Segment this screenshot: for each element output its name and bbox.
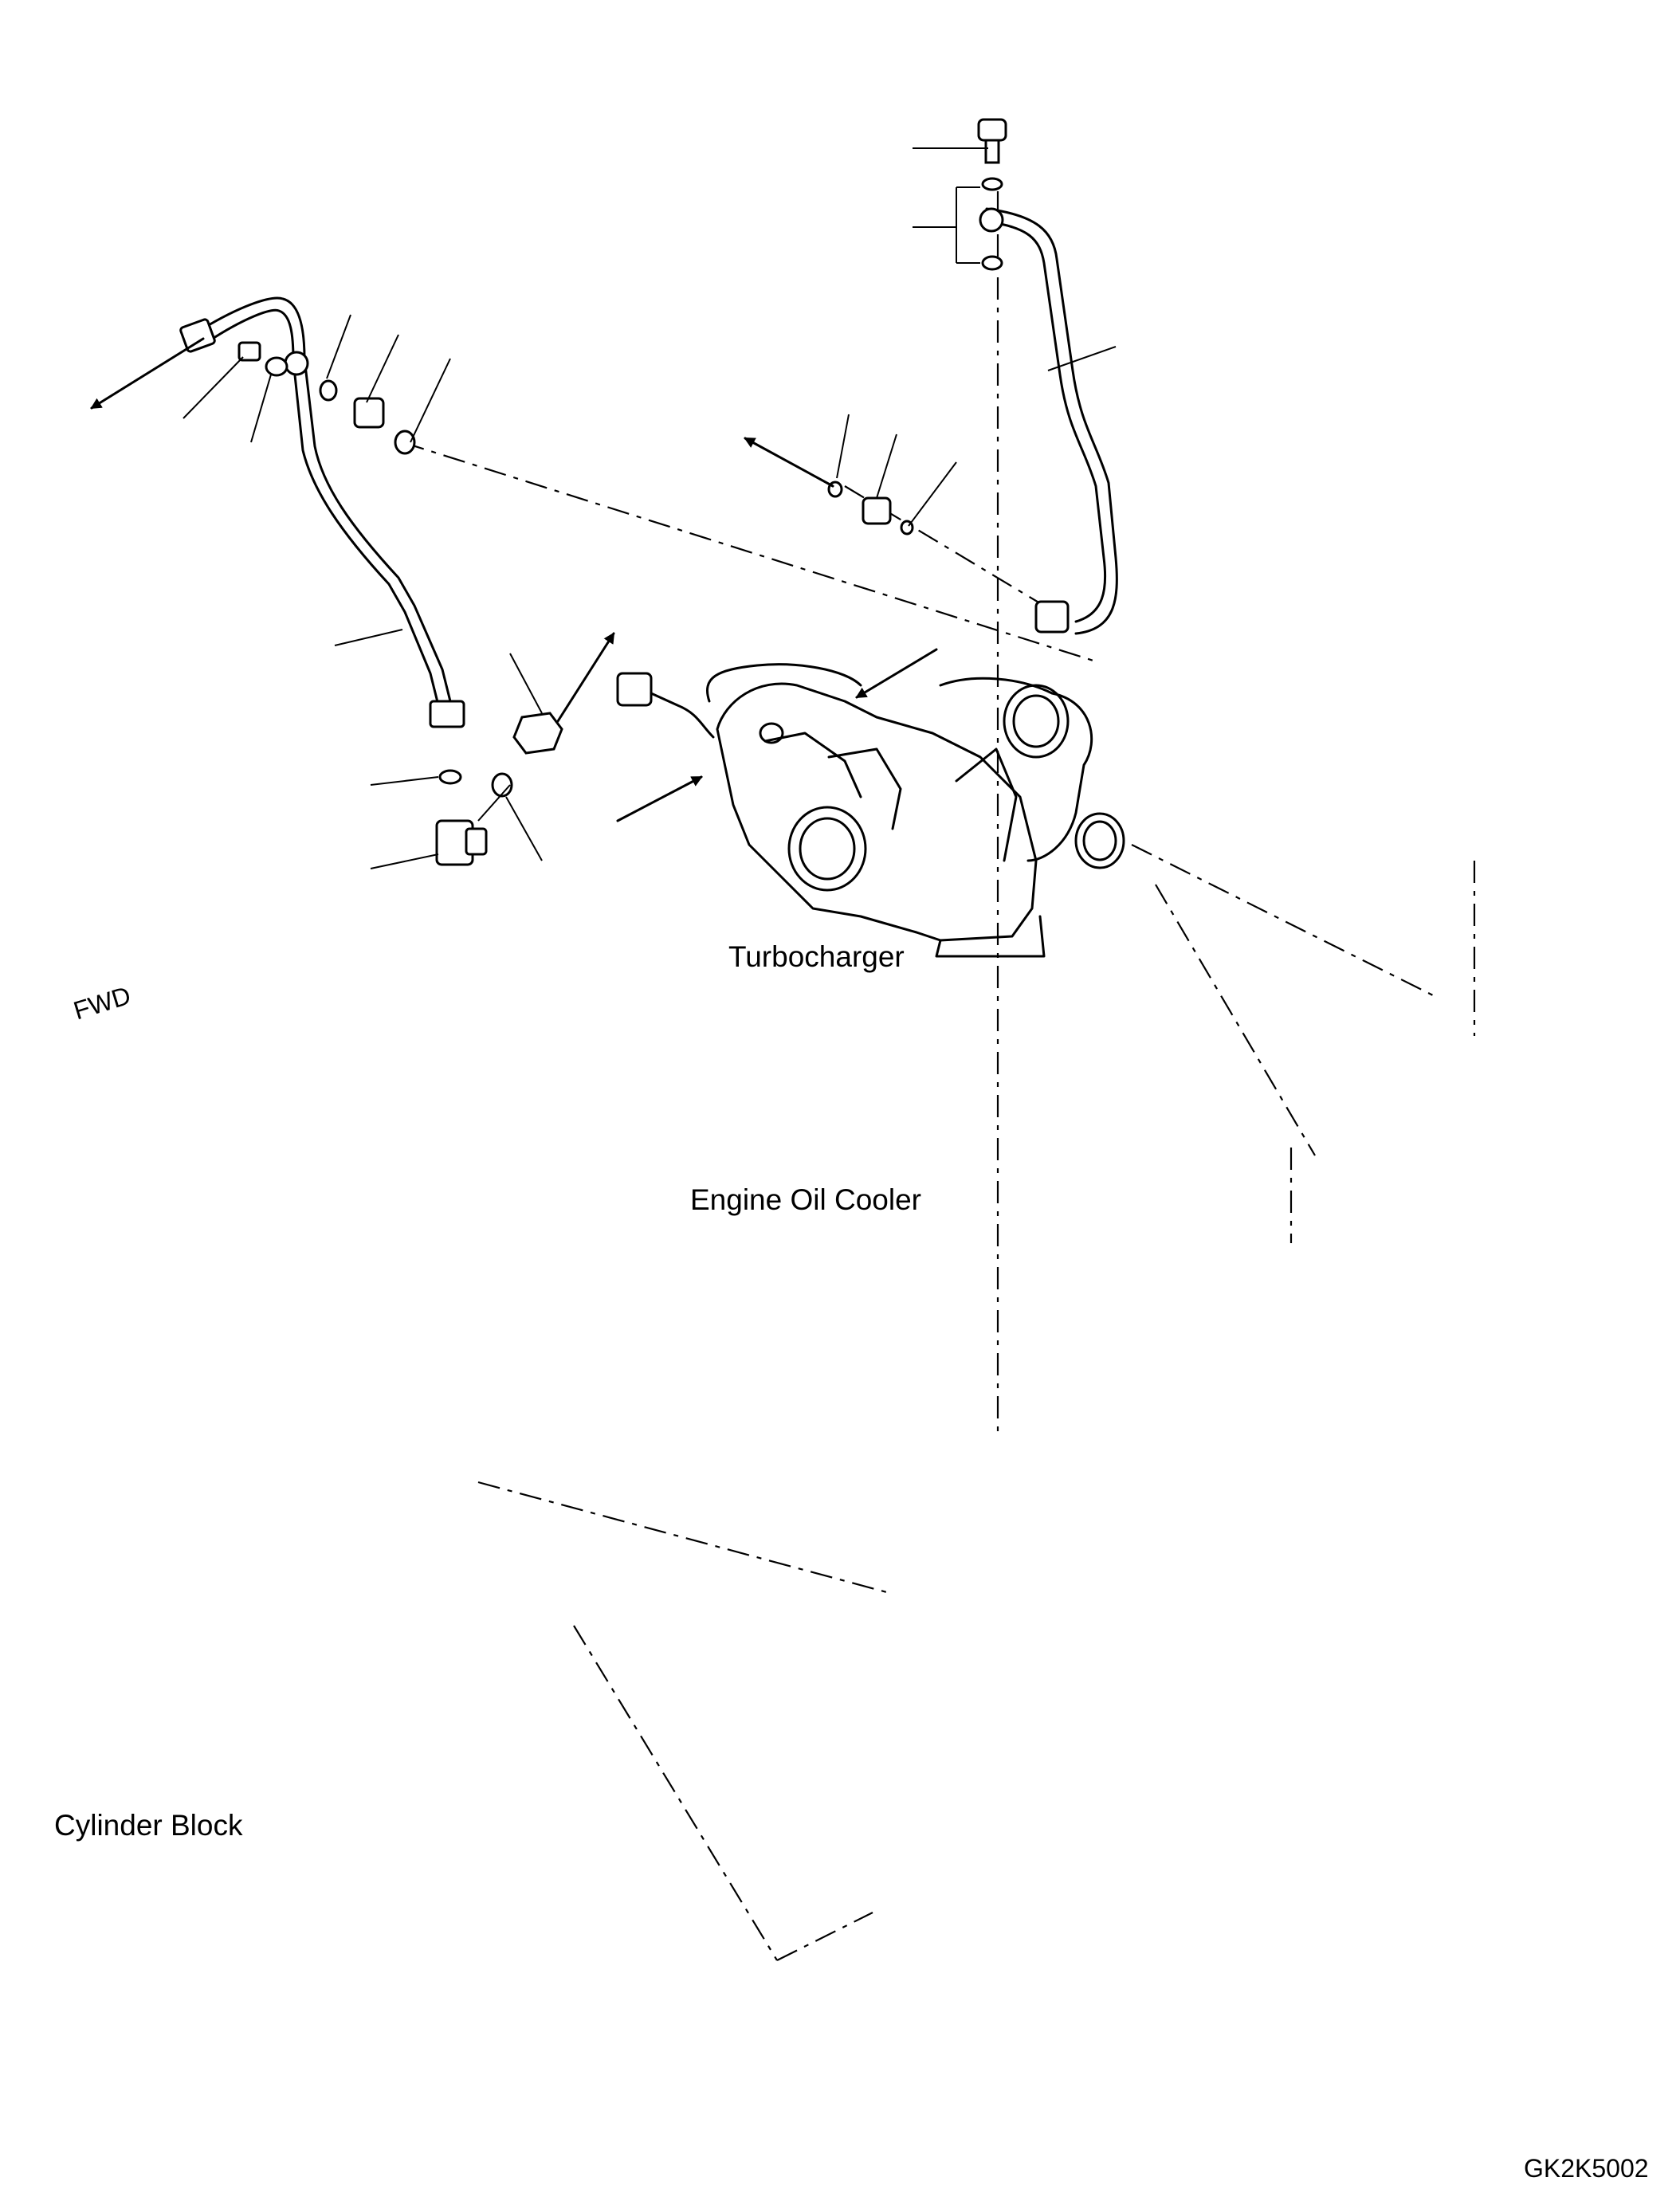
engine-oil-cooler-label: Engine Oil Cooler — [690, 1183, 921, 1216]
banjo-bolt-left[interactable] — [237, 341, 289, 377]
washer-and-adapter-left[interactable] — [319, 379, 416, 455]
elbow-fitting-left[interactable] — [435, 769, 488, 866]
connector-nut-left[interactable] — [491, 712, 563, 798]
turbocharger-leader-lines — [616, 775, 703, 822]
turbocharger-label: Turbocharger — [728, 940, 905, 973]
oil-pipe-top[interactable] — [979, 207, 1118, 635]
turbocharger-assembly[interactable] — [616, 663, 1125, 958]
banjo-bolt-top[interactable] — [977, 118, 1007, 271]
leader-lines-left — [90, 314, 615, 869]
cylinder-block-label: Cylinder Block — [54, 1809, 243, 1842]
adapter-fitting-top[interactable] — [827, 481, 914, 536]
leader-lines-top — [744, 147, 1117, 699]
assembly-center-lines — [402, 191, 1476, 1961]
oil-feed-pipe-left[interactable] — [179, 296, 465, 728]
drawing-id: GK2K5002 — [1524, 2154, 1649, 2183]
